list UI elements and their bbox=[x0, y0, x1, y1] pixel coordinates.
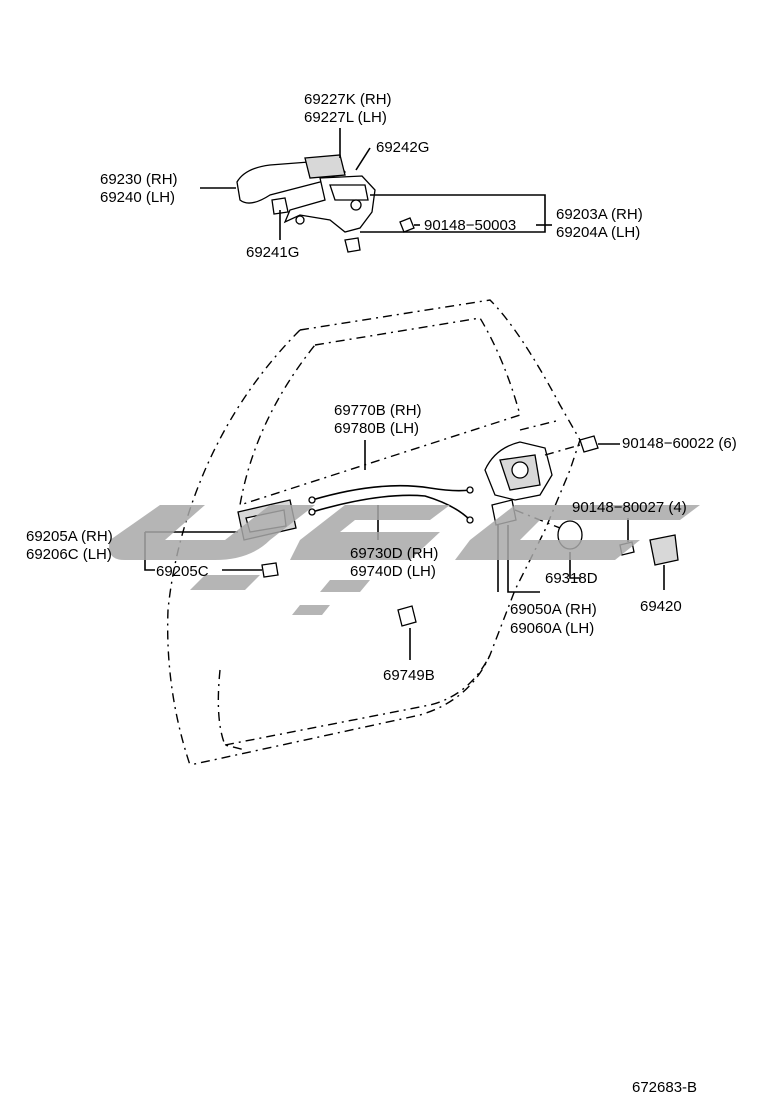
screw-part bbox=[399, 217, 415, 233]
door-outline bbox=[167, 299, 581, 766]
top-leaders bbox=[200, 128, 552, 240]
label-69318: 69318D bbox=[545, 570, 598, 587]
label-69205c: 69205C bbox=[156, 563, 209, 580]
label-69230-lh: 69240 (LH) bbox=[100, 189, 175, 206]
label-69205-lh: 69206C (LH) bbox=[26, 546, 112, 563]
cables bbox=[308, 440, 474, 540]
clip-part bbox=[261, 562, 279, 578]
label-69227-rh: 69227K (RH) bbox=[304, 91, 392, 108]
label-69203-lh: 69204A (LH) bbox=[556, 224, 640, 241]
label-69420: 69420 bbox=[640, 598, 682, 615]
label-69205-rh: 69205A (RH) bbox=[26, 528, 113, 545]
screw-part-3 bbox=[579, 435, 599, 453]
outer-handle-assembly bbox=[236, 154, 415, 253]
label-69203-rh: 69203A (RH) bbox=[556, 206, 643, 223]
watermark bbox=[109, 505, 700, 615]
label-69050-rh: 69050A (RH) bbox=[510, 601, 597, 618]
label-69730-rh: 69730D (RH) bbox=[350, 545, 438, 562]
label-69241: 69241G bbox=[246, 244, 299, 261]
label-69730-lh: 69740D (LH) bbox=[350, 563, 436, 580]
screw-part-2 bbox=[344, 237, 361, 253]
label-69770-lh: 69780B (LH) bbox=[334, 420, 419, 437]
label-69230-rh: 69230 (RH) bbox=[100, 171, 178, 188]
label-90148-50003: 90148−50003 bbox=[424, 217, 516, 234]
label-69227-lh: 69227L (LH) bbox=[304, 109, 387, 126]
label-69749: 69749B bbox=[383, 667, 435, 684]
diagram-id: 672683-B bbox=[632, 1079, 697, 1096]
label-69050-lh: 69060A (LH) bbox=[510, 620, 594, 637]
label-69770-rh: 69770B (RH) bbox=[334, 402, 422, 419]
label-90148-60022: 90148−60022 (6) bbox=[622, 435, 737, 452]
clip-69749 bbox=[397, 605, 417, 660]
labels: 69227K (RH) 69227L (LH) 69242G 69230 (RH… bbox=[26, 91, 737, 1096]
handle-cover-part bbox=[304, 154, 346, 179]
label-90148-80027: 90148−80027 (4) bbox=[572, 499, 687, 516]
label-69242: 69242G bbox=[376, 139, 429, 156]
